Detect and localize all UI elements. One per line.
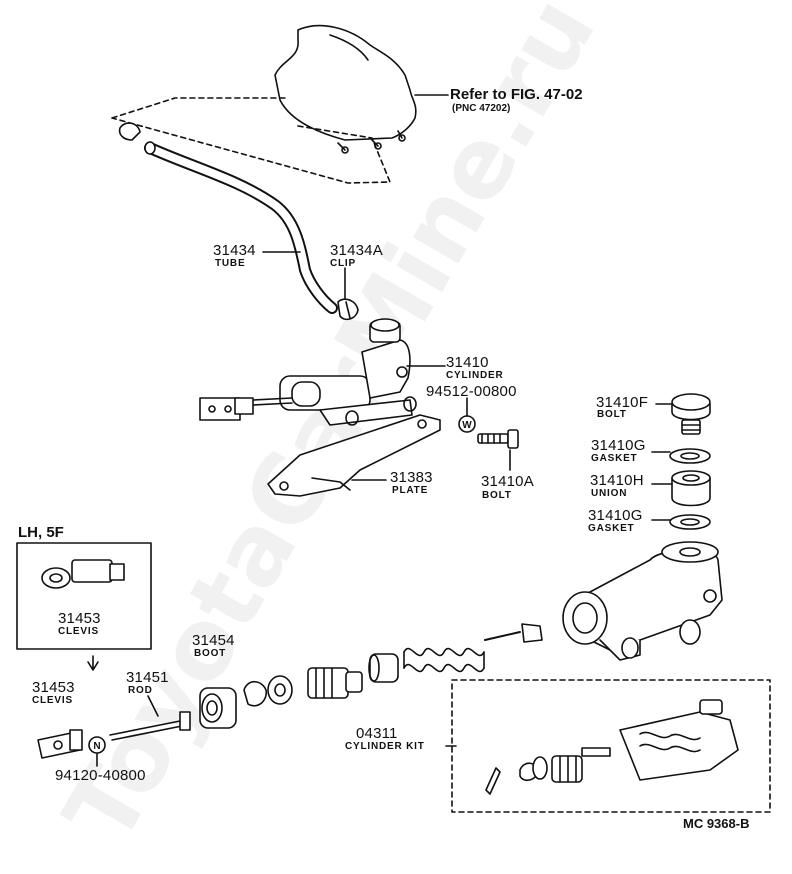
part-number-31410a: 31410A (481, 473, 534, 490)
gasket-upper-drawing (669, 448, 711, 464)
tube-drawing (118, 122, 338, 314)
part-number-31410g-lower: 31410G (588, 507, 643, 524)
nut-drawing: N (88, 736, 106, 754)
bolt-31410f-drawing (671, 393, 711, 435)
part-name-bolt-31410a: BOLT (482, 490, 512, 501)
part-number-31434: 31434 (213, 242, 256, 259)
washer-drawing: W (458, 415, 476, 433)
inset-arrow (87, 655, 99, 671)
part-name-union: UNION (591, 488, 628, 499)
part-number-31410: 31410 (446, 354, 489, 371)
upper-cylinder-drawing (199, 318, 417, 426)
part-number-31454: 31454 (192, 632, 235, 649)
clevis-drawing (37, 729, 83, 759)
cylinder-kit-box (451, 679, 771, 813)
rod-drawing (109, 711, 191, 741)
part-number-31410h: 31410H (590, 472, 644, 489)
part-number-31410g-upper: 31410G (591, 437, 646, 454)
gasket-lower-drawing (669, 514, 711, 530)
figure-code: MC 9368-B (683, 816, 750, 831)
washer-marker: W (462, 420, 472, 431)
part-name-tube: TUBE (215, 258, 246, 269)
nut-marker: N (93, 741, 100, 752)
part-name-clevis: CLEVIS (32, 695, 73, 706)
union-drawing (671, 470, 711, 507)
clip-drawing (337, 298, 359, 321)
part-number-31451: 31451 (126, 669, 169, 686)
reservoir-dashed-outline (111, 97, 391, 184)
part-number-94512-00800: 94512-00800 (426, 383, 517, 400)
part-name-cylinder-kit: CYLINDER KIT (345, 741, 425, 752)
part-name-boot: BOOT (194, 648, 227, 659)
part-name-rod: ROD (128, 685, 153, 696)
rod-leader (147, 695, 159, 717)
part-name-gasket-upper: GASKET (591, 453, 638, 464)
part-number-94120-40800: 94120-40800 (55, 767, 146, 784)
part-number-31383: 31383 (390, 469, 433, 486)
inset-frame (16, 542, 152, 650)
reservoir-drawing (274, 24, 417, 154)
bolt-31410a-drawing (477, 429, 519, 449)
part-number-31410f: 31410F (596, 394, 649, 411)
reference-label: Refer to FIG. 47-02 (450, 86, 583, 103)
reference-pnc: (PNC 47202) (452, 103, 511, 114)
part-name-cylinder: CYLINDER (446, 370, 504, 381)
inset-part-name-clevis: CLEVIS (58, 626, 99, 637)
part-number-31453: 31453 (32, 679, 75, 696)
internal-parts-drawing (199, 623, 543, 729)
part-number-04311: 04311 (356, 725, 398, 742)
part-number-31434a: 31434A (330, 242, 383, 259)
plate-drawing (267, 414, 441, 497)
inset-title: LH, 5F (18, 524, 64, 541)
inset-clevis-drawing (41, 559, 125, 589)
kit-parts-drawing (485, 699, 739, 795)
lower-cylinder-body-drawing (562, 541, 723, 661)
part-name-gasket-lower: GASKET (588, 523, 635, 534)
part-name-clip: CLIP (330, 258, 356, 269)
inset-part-number-31453: 31453 (58, 610, 101, 627)
part-name-bolt-31410f: BOLT (597, 409, 627, 420)
part-name-plate: PLATE (392, 485, 429, 496)
